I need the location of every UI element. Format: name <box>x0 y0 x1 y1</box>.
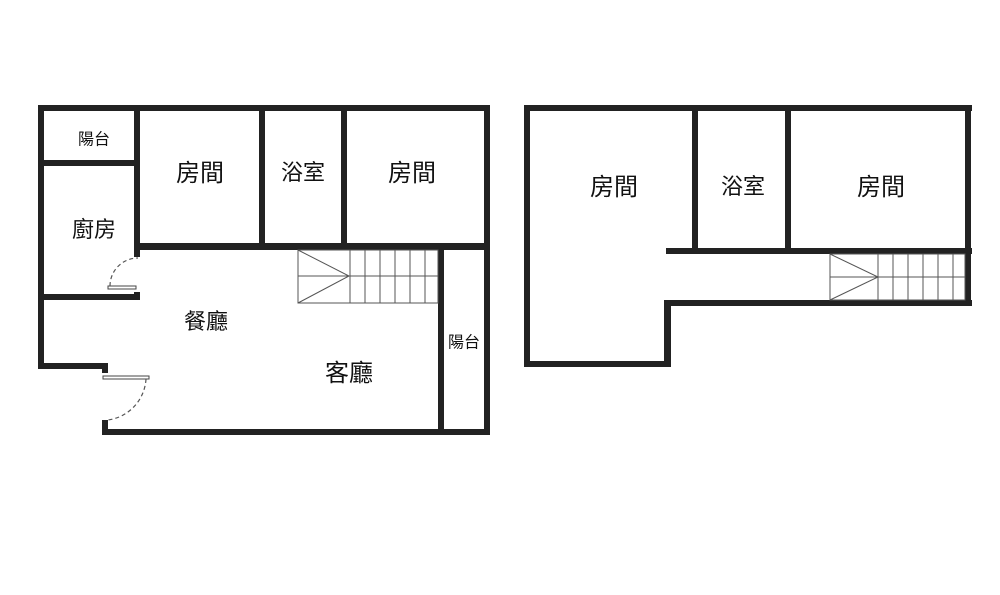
wall <box>38 363 108 369</box>
wall <box>484 105 490 435</box>
wall <box>259 105 265 247</box>
wall <box>38 294 140 300</box>
room-label-living: 客廳 <box>325 359 373 387</box>
kitchen-door <box>107 257 139 290</box>
staircase <box>297 249 439 304</box>
room-label-bathroom: 浴室 <box>721 175 765 200</box>
room-label-dining: 餐廳 <box>184 310 228 335</box>
wall <box>38 105 44 369</box>
wall <box>341 105 347 247</box>
wall <box>102 429 490 435</box>
wall <box>134 105 140 257</box>
room-label-bedroom: 房間 <box>590 173 638 201</box>
wall <box>438 250 444 435</box>
entry-door <box>102 375 150 421</box>
staircase <box>829 253 966 301</box>
room-label-bedroom: 房間 <box>857 173 905 201</box>
room-label-balcony: 陽台 <box>78 130 110 149</box>
floor-1-plan: 陽台 房間 浴室 房間 廚房 餐廳 客廳 陽台 <box>38 105 490 435</box>
floor-2-plan: 房間 浴室 房間 <box>524 105 972 367</box>
room-label-bathroom: 浴室 <box>281 161 325 186</box>
wall <box>524 105 972 111</box>
wall <box>785 105 791 250</box>
wall <box>664 300 972 306</box>
room-label-bedroom: 房間 <box>388 159 436 187</box>
wall <box>666 248 972 254</box>
wall <box>134 243 490 250</box>
wall <box>102 420 108 435</box>
room-label-balcony: 陽台 <box>448 333 480 352</box>
wall <box>664 300 671 367</box>
wall <box>524 105 530 367</box>
wall <box>965 105 971 305</box>
room-label-bedroom: 房間 <box>176 159 224 187</box>
wall <box>38 160 140 166</box>
wall <box>102 363 108 373</box>
wall <box>524 361 671 367</box>
room-label-kitchen: 廚房 <box>72 218 116 243</box>
wall <box>692 105 698 250</box>
